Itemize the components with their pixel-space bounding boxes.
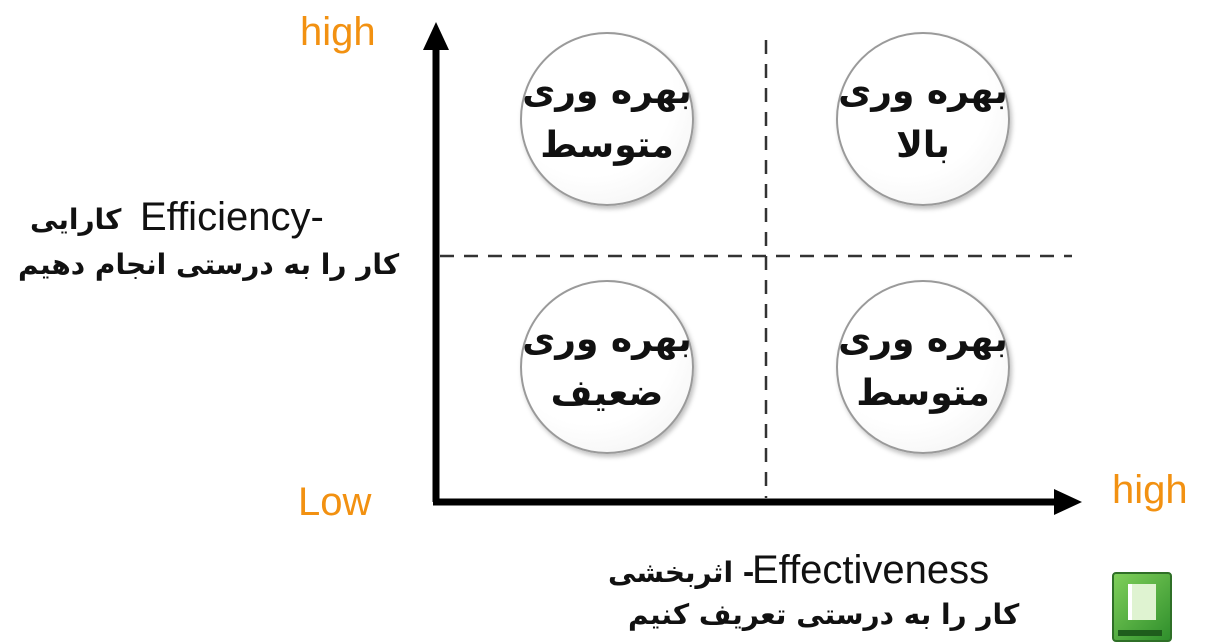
x-axis-subtitle: کار را به درستی تعریف کنیم bbox=[628, 598, 1020, 631]
y-axis-title-fa: کارایی bbox=[30, 203, 122, 236]
y-axis-high-label: high bbox=[300, 10, 376, 54]
y-axis-arrowhead bbox=[423, 22, 449, 50]
quadrant-line2: متوسط bbox=[540, 125, 674, 166]
x-axis-high-label: high bbox=[1112, 468, 1188, 512]
x-axis-title-fa: اثربخشی - bbox=[608, 556, 755, 589]
quadrant-line1: بهره وری bbox=[522, 71, 692, 112]
book-logo-icon bbox=[1112, 572, 1172, 642]
quadrant-line1: بهره وری bbox=[838, 319, 1008, 360]
origin-low-label: Low bbox=[298, 480, 372, 524]
quadrant-bottom-right: بهره وری متوسط bbox=[836, 280, 1010, 454]
quadrant-line2: متوسط bbox=[856, 373, 990, 414]
quadrant-line1: بهره وری bbox=[522, 319, 692, 360]
quadrant-top-right: بهره وری بالا bbox=[836, 32, 1010, 206]
y-axis-title-en: Efficiency- bbox=[140, 195, 324, 239]
quadrant-top-left: بهره وری متوسط bbox=[520, 32, 694, 206]
quadrant-bottom-left: بهره وری ضعیف bbox=[520, 280, 694, 454]
quadrant-line2: بالا bbox=[896, 125, 950, 166]
quadrant-line2: ضعیف bbox=[550, 373, 664, 414]
y-axis-subtitle: کار را به درستی انجام دهیم bbox=[18, 248, 400, 281]
x-axis-arrowhead bbox=[1054, 489, 1082, 515]
x-axis-title-en: Effectiveness bbox=[752, 548, 990, 592]
quadrant-line1: بهره وری bbox=[838, 71, 1008, 112]
